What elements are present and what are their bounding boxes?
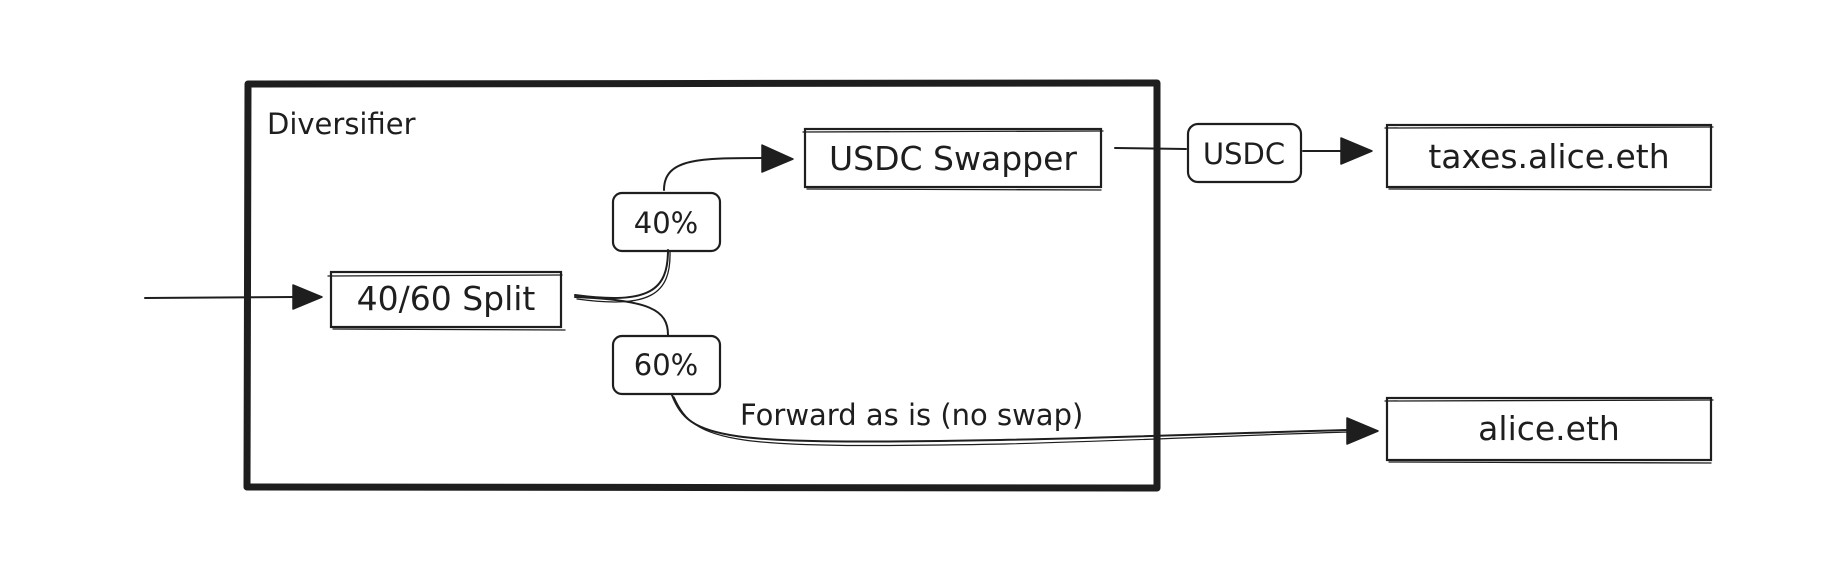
split-node: 40/60 Split	[327, 270, 566, 331]
usdc-swapper-node: USDC Swapper	[802, 127, 1104, 191]
pct-60-label: 60%	[634, 348, 698, 382]
alice-recipient-node: alice.eth	[1384, 396, 1714, 464]
split-label: 40/60 Split	[357, 279, 536, 318]
incoming-arrow	[144, 284, 323, 310]
branch-40-arrow	[574, 144, 794, 303]
pct-40-label: 40%	[634, 206, 698, 240]
diversifier-label: Diversifier	[267, 107, 416, 141]
usdc-token-label: USDC	[1203, 137, 1285, 171]
pct-60-badge: 60%	[611, 334, 722, 396]
diversifier-container	[243, 79, 1161, 492]
usdc-output-arrow	[1114, 137, 1373, 165]
usdc-token-badge: USDC	[1186, 122, 1303, 184]
forward-label: Forward as is (no swap)	[740, 398, 1083, 432]
pct-40-badge: 40%	[611, 191, 722, 253]
usdc-swapper-label: USDC Swapper	[829, 139, 1077, 178]
taxes-recipient-node: taxes.alice.eth	[1384, 123, 1714, 191]
taxes-recipient-label: taxes.alice.eth	[1428, 137, 1669, 176]
branch-60-arrow	[574, 296, 1379, 447]
alice-recipient-label: alice.eth	[1478, 409, 1620, 448]
